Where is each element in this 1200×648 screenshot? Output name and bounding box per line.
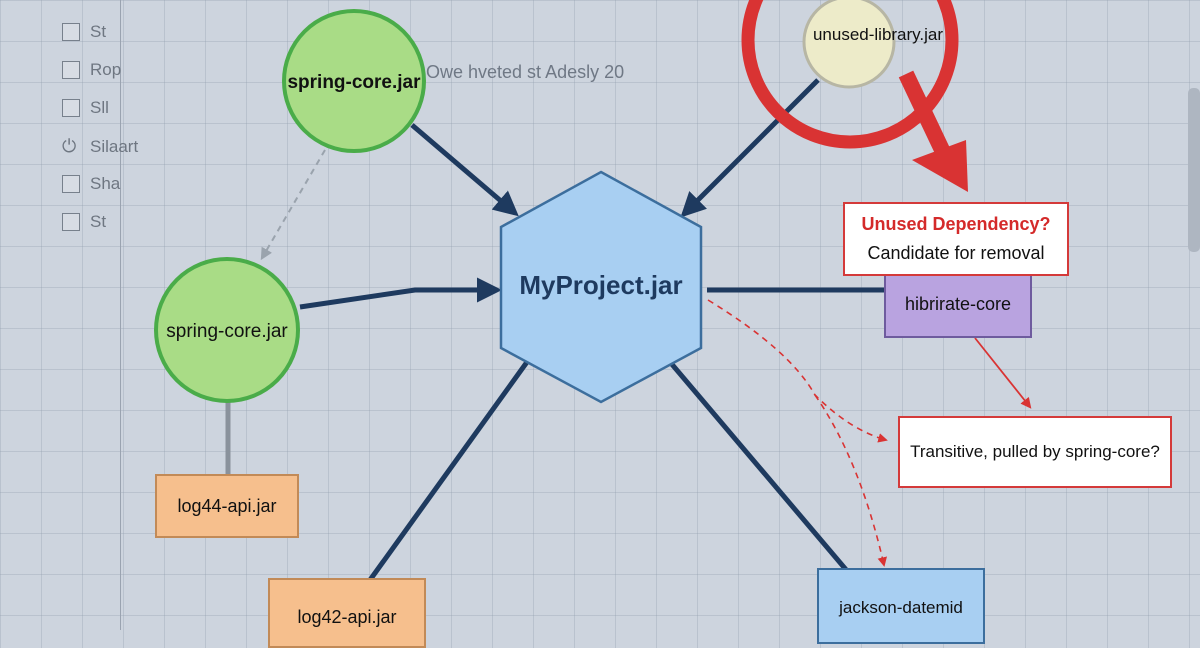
edge-transitive-dashed [707, 299, 888, 443]
myproject-label: MyProject.jar [519, 270, 682, 300]
spring-core-top-node[interactable] [282, 9, 426, 153]
checkbox-icon[interactable] [62, 99, 80, 117]
unused-callout-title: Unused Dependency? [861, 214, 1051, 234]
sidebar-item-label: St [90, 22, 107, 41]
myproject-node[interactable] [499, 170, 703, 404]
log44-node[interactable]: log44-api.jar [155, 474, 299, 538]
caption-text: Owe hveted st Adesly 20 [426, 62, 625, 82]
spring-core-left-node[interactable] [154, 257, 300, 403]
sidebar-item-6[interactable]: St [62, 212, 106, 232]
edge-hibernate-to-transitive [974, 337, 1032, 409]
sidebar-item-4[interactable]: ⏻ Silaart [62, 136, 138, 157]
edge-spring-dashed [260, 149, 326, 261]
edge-spring-left-to-myproject [299, 277, 502, 310]
unused-library-label: unused-library.jar [813, 25, 943, 44]
scrollbar[interactable] [1188, 88, 1200, 252]
edge-spring-top-to-myproject [410, 123, 519, 217]
sidebar-item-label: Sha [90, 174, 121, 193]
edge-transitive-dashed-2 [814, 394, 887, 567]
log44-label: log44-api.jar [177, 495, 277, 516]
sidebar-item-label: Sll [90, 98, 109, 117]
sidebar-item-2[interactable]: Rop [62, 60, 121, 80]
hibernate-label: hibrirate-core [904, 293, 1012, 314]
spring-core-top-label: spring-core.jar [287, 72, 421, 93]
jackson-node[interactable]: jackson-datemid [817, 568, 985, 644]
checkbox-icon[interactable] [62, 61, 80, 79]
sidebar-item-label: Silaart [90, 136, 139, 156]
transitive-callout-text: Transitive, pulled by spring-core? [910, 442, 1160, 461]
jackson-label: jackson-datemid [839, 598, 963, 617]
checkbox-icon[interactable] [62, 23, 80, 41]
dependency-diagram: spring-core.jar spring-core.jar MyProjec… [154, 0, 1032, 582]
unused-callout-subtitle: Candidate for removal [867, 243, 1045, 263]
sidebar-item-label: St [90, 212, 107, 231]
edge-myproject-to-log42 [367, 360, 530, 582]
unused-library-node[interactable] [802, 0, 896, 89]
power-icon[interactable]: ⏻ [62, 136, 77, 156]
checkbox-icon[interactable] [62, 213, 80, 231]
transitive-callout: Transitive, pulled by spring-core? [898, 416, 1172, 488]
sidebar-item-5[interactable]: Sha [62, 174, 120, 194]
checkbox-icon[interactable] [62, 175, 80, 193]
edge-unused-to-myproject [680, 78, 820, 218]
sidebar-item-3[interactable]: Sll [62, 98, 109, 118]
spring-core-left-label: spring-core.jar [166, 321, 288, 342]
sidebar-item-1[interactable]: St [62, 22, 106, 42]
unused-dependency-callout: Unused Dependency? Candidate for removal [843, 202, 1069, 276]
log42-label: log42-api.jar [297, 607, 397, 627]
hibernate-node[interactable]: hibrirate-core [884, 270, 1032, 338]
highlight-arrow-shaft [898, 70, 951, 156]
highlight-arrow-head [912, 140, 968, 192]
log42-node[interactable]: log42-api.jar [268, 578, 426, 648]
sidebar: St Rop Sll ⏻ Silaart Sha St [0, 0, 138, 630]
highlight-circle [741, 0, 959, 149]
edge-myproject-to-jackson [668, 360, 850, 574]
sidebar-item-label: Rop [90, 60, 122, 79]
